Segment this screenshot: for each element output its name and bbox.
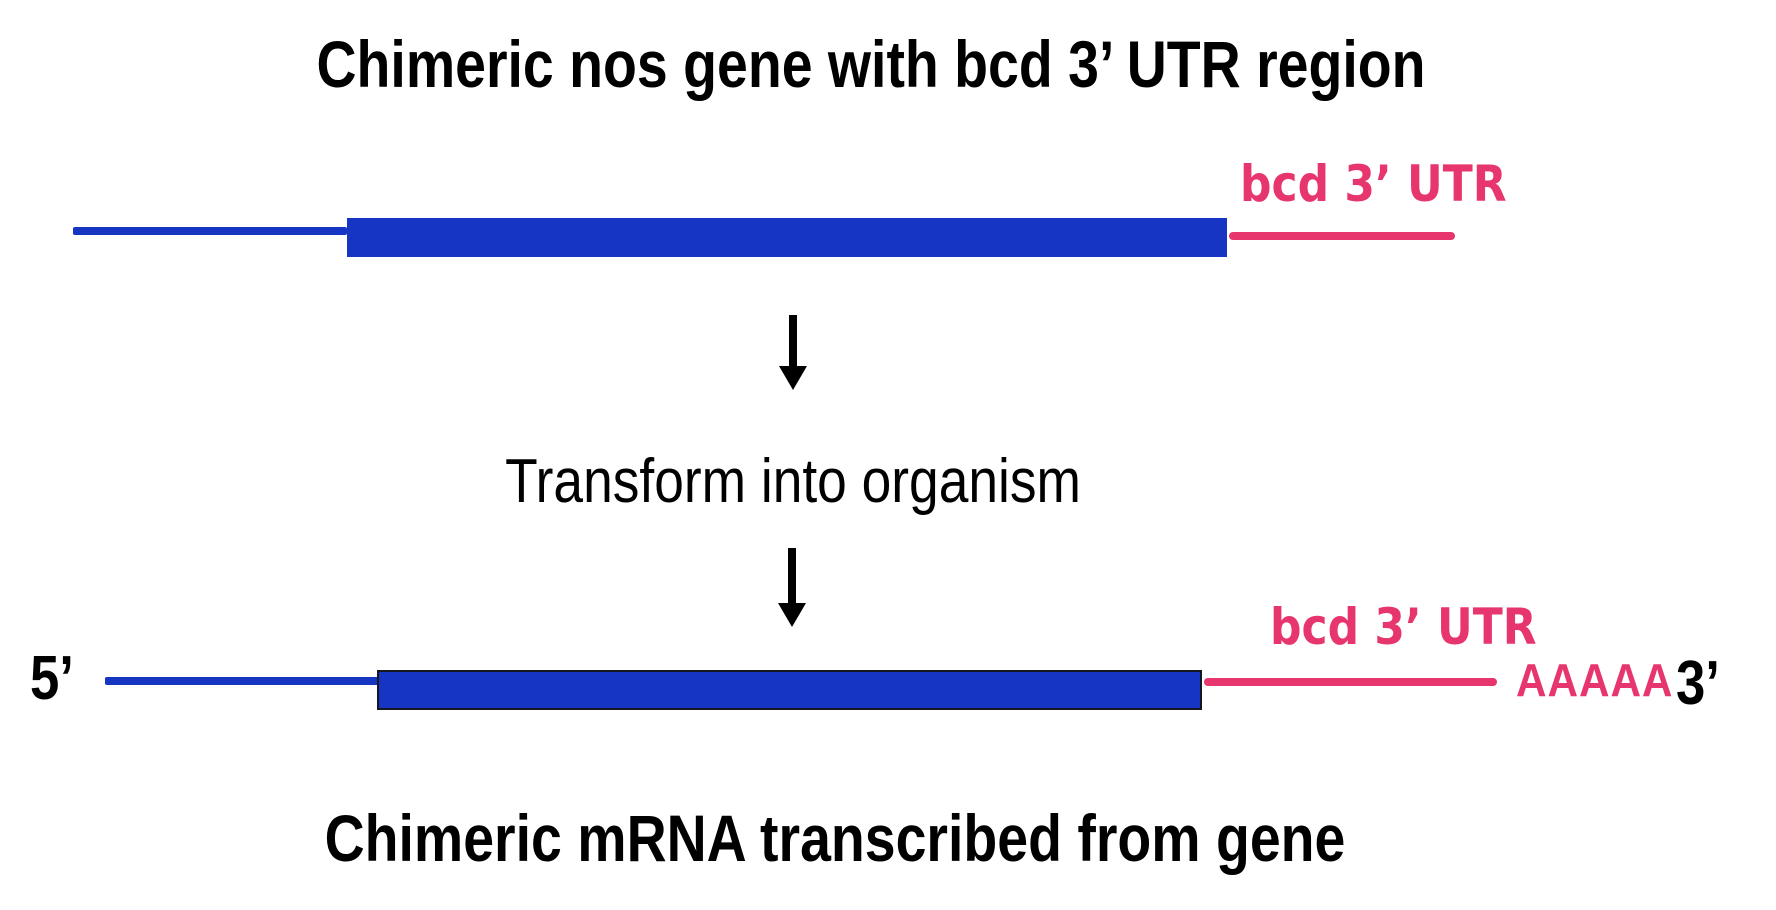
gene-bcd-utr-line (1229, 232, 1455, 240)
mrna-bcd-utr-label: bcd 3’ UTR (1270, 598, 1537, 656)
gene-coding-region-box (347, 218, 1227, 257)
mrna-bcd-utr-line (1204, 678, 1497, 686)
transform-step-label: Transform into organism (505, 447, 1081, 516)
poly-a-tail-label: AAAAA (1516, 654, 1674, 706)
gene-upstream-line (73, 227, 347, 235)
three-prime-label: 3’ (1676, 649, 1720, 718)
slide-title-top: Chimeric nos gene with bcd 3’ UTR region (316, 27, 1426, 101)
slide-title-bottom: Chimeric mRNA transcribed from gene (324, 801, 1346, 875)
down-arrow-icon (779, 315, 807, 390)
mrna-coding-region-box (377, 670, 1202, 710)
gene-bcd-utr-label: bcd 3’ UTR (1240, 155, 1507, 213)
down-arrow-icon (778, 548, 806, 627)
five-prime-label: 5’ (30, 644, 74, 713)
mrna-upstream-line (105, 677, 379, 685)
